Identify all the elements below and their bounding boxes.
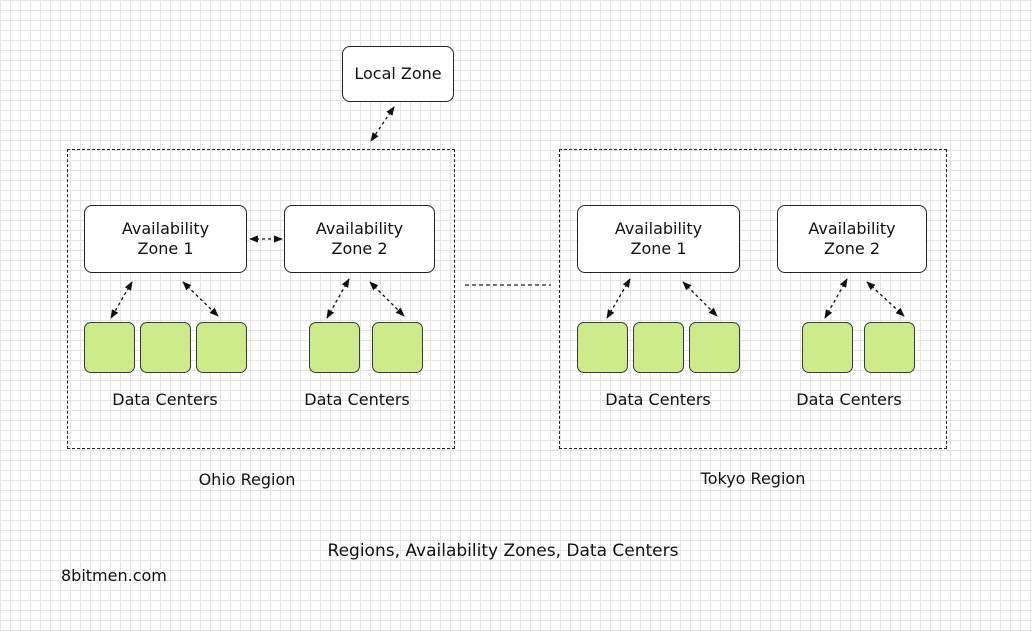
ohio-az1-label: Availability Zone 1 bbox=[121, 219, 210, 258]
arrow-tokyo-az2-dc-right bbox=[866, 281, 905, 317]
ohio-region-boundary bbox=[67, 149, 455, 449]
brand-watermark: 8bitmen.com bbox=[61, 566, 167, 585]
ohio-az1-data-centers-label: Data Centers bbox=[112, 390, 218, 409]
ohio-az1-data-center bbox=[196, 322, 247, 373]
arrow-tokyo-az1-dc-right bbox=[682, 281, 718, 317]
tokyo-az2-label: Availability Zone 2 bbox=[808, 219, 896, 258]
local-zone-box: Local Zone bbox=[342, 46, 454, 102]
ohio-az2-label: Availability Zone 2 bbox=[315, 219, 404, 258]
arrow-tokyo-az2-dc-left bbox=[824, 278, 848, 319]
tokyo-availability-zone-2: Availability Zone 2 bbox=[777, 205, 927, 273]
tokyo-az1-data-center bbox=[633, 322, 684, 373]
tokyo-region-label: Tokyo Region bbox=[700, 469, 806, 488]
ohio-az2-data-center bbox=[372, 322, 423, 373]
tokyo-az1-data-centers-label: Data Centers bbox=[605, 390, 711, 409]
ohio-az2-data-center bbox=[309, 322, 360, 373]
tokyo-az1-data-center bbox=[577, 322, 628, 373]
tokyo-az1-label: Availability Zone 1 bbox=[614, 219, 703, 258]
ohio-region-label: Ohio Region bbox=[198, 470, 296, 489]
tokyo-region-boundary bbox=[559, 149, 947, 449]
ohio-availability-zone-1: Availability Zone 1 bbox=[84, 205, 247, 273]
ohio-az1-data-center bbox=[84, 322, 135, 373]
ohio-availability-zone-2: Availability Zone 2 bbox=[284, 205, 435, 273]
local-zone-label: Local Zone bbox=[354, 64, 442, 83]
ohio-az1-data-center bbox=[140, 322, 191, 373]
arrow-ohio-az2-dc-left bbox=[326, 278, 350, 319]
arrow-ohio-az2-dc-right bbox=[369, 281, 405, 317]
tokyo-az2-data-center bbox=[802, 322, 853, 373]
arrow-ohio-az1-dc-right bbox=[182, 281, 219, 317]
tokyo-availability-zone-1: Availability Zone 1 bbox=[577, 205, 740, 273]
arrow-local-zone-ohio bbox=[370, 106, 395, 142]
ohio-az2-data-centers-label: Data Centers bbox=[304, 390, 410, 409]
tokyo-az2-data-center bbox=[864, 322, 915, 373]
arrow-tokyo-az1-dc-left bbox=[606, 278, 631, 319]
diagram-caption: Regions, Availability Zones, Data Center… bbox=[327, 541, 679, 561]
tokyo-az1-data-center bbox=[689, 322, 740, 373]
tokyo-az2-data-centers-label: Data Centers bbox=[796, 390, 902, 409]
arrow-ohio-az1-dc-left bbox=[110, 281, 133, 319]
